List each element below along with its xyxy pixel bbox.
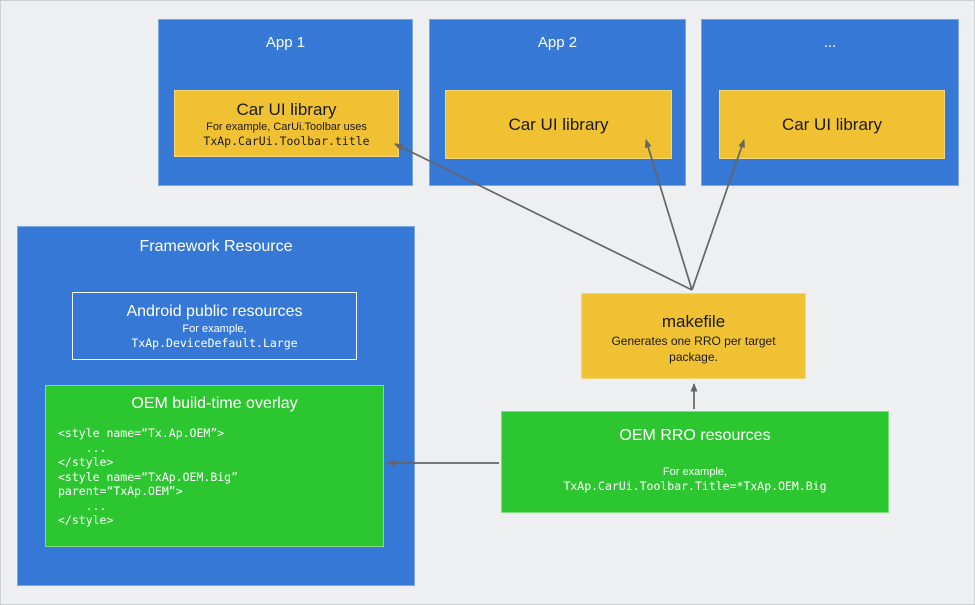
car-ui-library-example-line1: For example, CarUi.Toolbar uses <box>206 120 367 133</box>
android-public-example-label: For example, <box>182 323 247 335</box>
framework-resource-box: Framework Resource Android public resour… <box>17 226 415 586</box>
code-line: </style> <box>58 513 114 527</box>
code-line: <style name=“TxAp.OEM.Big” <box>58 469 239 484</box>
android-public-resources-title: Android public resources <box>126 303 303 320</box>
code-line: ... <box>58 498 107 513</box>
app-1-box: App 1 Car UI library For example, CarUi.… <box>158 19 413 186</box>
code-line: ... <box>58 440 107 455</box>
app-2-title: App 2 <box>537 34 578 51</box>
framework-resource-title: Framework Resource <box>139 238 293 255</box>
app-ellipsis-title: ... <box>823 34 837 51</box>
makefile-box: makefile Generates one RRO per target pa… <box>581 293 806 379</box>
oem-rro-example-code: TxAp.CarUi.Toolbar.Title=*TxAp.OEM.Big <box>563 479 827 493</box>
oem-rro-resources-box: OEM RRO resources For example, TxAp.CarU… <box>501 411 889 513</box>
code-line: <style name=“Tx.Ap.OEM”> <box>58 426 225 440</box>
android-public-example-code: TxAp.DeviceDefault.Large <box>131 336 298 350</box>
app-ellipsis-car-ui-library-box: Car UI library <box>719 90 945 159</box>
code-line: </style> <box>58 455 114 469</box>
code-line: parent=“TxAp.OEM”> <box>58 484 183 498</box>
app-1-title: App 1 <box>265 34 306 51</box>
oem-build-time-overlay-box: OEM build-time overlay <style name=“Tx.A… <box>45 385 384 547</box>
oem-overlay-code-block: <style name=“Tx.Ap.OEM”> ... </style> <s… <box>58 426 383 528</box>
oem-rro-resources-title: OEM RRO resources <box>619 427 771 444</box>
app-2-car-ui-library-box: Car UI library <box>445 90 672 159</box>
app-2-box: App 2 Car UI library <box>429 19 686 186</box>
app-1-car-ui-library-box: Car UI library For example, CarUi.Toolba… <box>174 90 399 157</box>
app-ellipsis-box: ... Car UI library <box>701 19 959 186</box>
android-public-resources-box: Android public resources For example, Tx… <box>72 292 357 360</box>
oem-rro-example-label: For example, <box>662 466 728 478</box>
car-ui-library-title: Car UI library <box>508 115 609 134</box>
car-ui-library-title: Car UI library <box>781 115 883 134</box>
makefile-description: Generates one RRO per target package. <box>611 333 776 364</box>
car-ui-library-title: Car UI library <box>236 99 337 119</box>
makefile-title: makefile <box>661 311 726 331</box>
car-ui-library-example-code: TxAp.CarUi.Toolbar.title <box>203 133 370 148</box>
oem-build-time-overlay-title: OEM build-time overlay <box>131 395 298 412</box>
